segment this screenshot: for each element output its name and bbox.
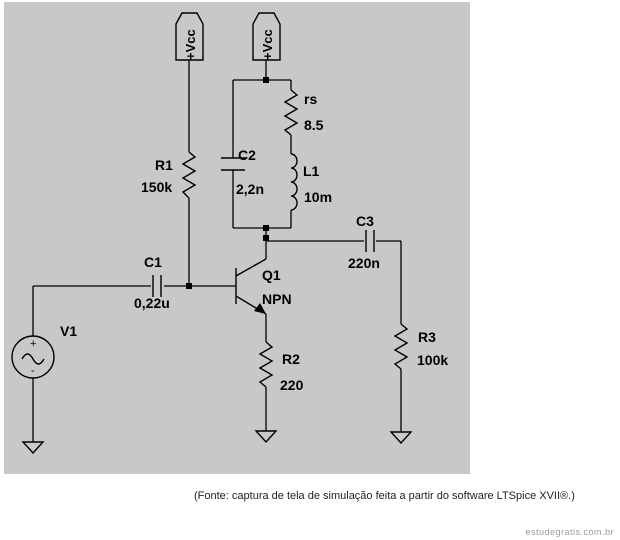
figure-caption: (Fonte: captura de tela de simulação fei… [194, 490, 575, 502]
c1-name: C1 [144, 254, 162, 270]
c2-name: C2 [238, 147, 256, 163]
v1-name: V1 [60, 323, 77, 339]
vcc-flag-r1: +Vcc [175, 12, 204, 61]
r1-name: R1 [155, 157, 173, 173]
inductor-l1 [290, 153, 298, 211]
r1-value: 150k [141, 179, 172, 195]
rs-name: rs [304, 91, 317, 107]
rs-value: 8.5 [304, 117, 324, 133]
resistor-r3 [393, 323, 409, 370]
resistor-r2 [258, 341, 274, 388]
r2-name: R2 [282, 351, 300, 367]
c2-value: 2,2n [236, 181, 264, 197]
resistor-r1 [181, 151, 197, 199]
v1-plus-sign: + [30, 338, 36, 350]
vcc-label-tank: +Vcc [260, 29, 275, 60]
c1-value: 0,22u [134, 295, 170, 311]
capacitor-c1 [152, 275, 162, 297]
vcc-label-r1: +Vcc [183, 29, 198, 60]
l1-value: 10m [304, 189, 332, 205]
r2-value: 220 [280, 377, 304, 393]
resistor-rs [283, 89, 299, 136]
ground-v1 [21, 441, 45, 455]
ground-r3 [389, 431, 413, 445]
capacitor-c3 [365, 230, 375, 252]
r3-name: R3 [418, 329, 436, 345]
r3-value: 100k [417, 352, 448, 368]
capacitor-c2 [221, 157, 245, 171]
ground-r2 [254, 430, 278, 444]
v1-minus-sign: - [31, 365, 35, 377]
q1-type: NPN [262, 291, 292, 307]
vcc-flag-tank: +Vcc [252, 12, 281, 61]
c3-value: 220n [348, 255, 380, 271]
watermark: estudegratis.com.br [525, 527, 614, 537]
c3-name: C3 [356, 213, 374, 229]
schematic-canvas[interactable]: +Vcc +Vcc R1 150k C2 2,2n rs 8.5 L1 10m [4, 2, 470, 474]
q1-name: Q1 [262, 267, 281, 283]
l1-name: L1 [303, 163, 320, 179]
circuit-diagram: +Vcc +Vcc R1 150k C2 2,2n rs 8.5 L1 10m [11, 12, 448, 455]
